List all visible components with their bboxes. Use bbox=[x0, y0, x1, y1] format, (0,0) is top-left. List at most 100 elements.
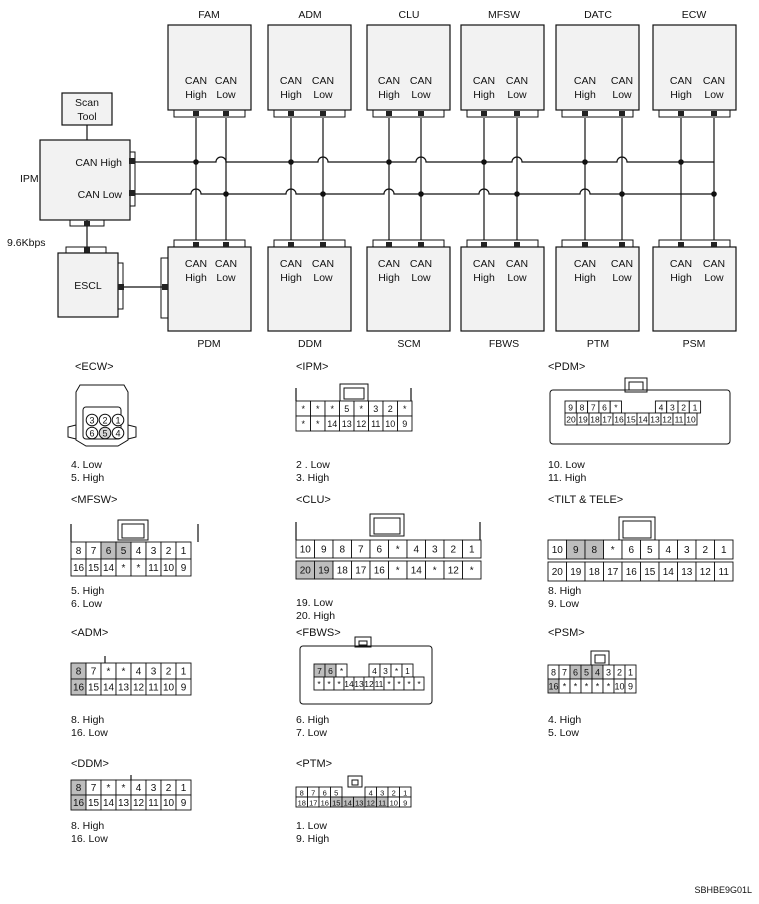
tilt-pin-bottom: 12 bbox=[700, 567, 712, 578]
ptm-pin-top: 3 bbox=[380, 789, 384, 798]
clu-pin-top: 9 bbox=[321, 545, 327, 556]
module-name: PTM bbox=[587, 338, 609, 350]
ddm-pin-label-2: 16. Low bbox=[71, 833, 108, 845]
ecw-pin-bottom: 4 bbox=[115, 429, 120, 439]
fbws-pin-bottom: 11 bbox=[375, 679, 384, 689]
tilt-pin-top: 5 bbox=[647, 545, 653, 556]
ptm-pin-top: 8 bbox=[300, 789, 304, 798]
fbws-pin-top: 7 bbox=[317, 666, 322, 676]
ipm-pin-label-2: 3. High bbox=[296, 472, 329, 484]
pdm-pin-top: 2 bbox=[681, 403, 686, 413]
module-name: MFSW bbox=[488, 9, 520, 21]
ddm-pin-top: 8 bbox=[76, 783, 82, 794]
can-low-label-2: Low bbox=[411, 89, 431, 101]
fbws-pin-top: 1 bbox=[405, 666, 410, 676]
tilt-pin-top: 4 bbox=[665, 545, 671, 556]
ecw-connector-title: <ECW> bbox=[75, 361, 114, 373]
tilt-pin-top: 10 bbox=[552, 545, 564, 556]
ipm-pin-top: 3 bbox=[373, 404, 378, 414]
mfsw-pin-top: 3 bbox=[151, 546, 157, 557]
can-high-label-2: High bbox=[280, 89, 302, 101]
ptm-pin-bottom: 15 bbox=[332, 799, 340, 808]
adm-pin-top: 1 bbox=[181, 667, 187, 678]
clu-pin-bottom: * bbox=[470, 566, 474, 577]
ecw-pin-top: 1 bbox=[115, 416, 120, 426]
tilt-pin-bottom: 13 bbox=[681, 567, 693, 578]
can-high-label-1: CAN bbox=[378, 75, 400, 87]
ddm-pin-bottom: 9 bbox=[181, 798, 187, 809]
module-name: DATC bbox=[584, 9, 612, 21]
module-name: PSM bbox=[683, 338, 706, 350]
adm-pin-top: 3 bbox=[151, 667, 157, 678]
can-high-label-2: High bbox=[670, 89, 692, 101]
can-high-label-1: CAN bbox=[670, 75, 692, 87]
figure-code: SBHBE9G01L bbox=[694, 885, 752, 895]
can-high-label-2: High bbox=[185, 272, 207, 284]
mfsw-pin-top: 6 bbox=[106, 546, 112, 557]
can-low-label-1: CAN bbox=[611, 75, 633, 87]
ptm-pin-bottom: 10 bbox=[390, 799, 398, 808]
adm-pin-bottom: 9 bbox=[181, 683, 187, 694]
pdm-pin-bottom: 13 bbox=[650, 415, 660, 425]
tilt-pin-top: 3 bbox=[684, 545, 690, 556]
mfsw-pin-bottom: 9 bbox=[181, 563, 187, 574]
can-low-label-2: Low bbox=[612, 272, 632, 284]
psm-pin-top: 4 bbox=[595, 668, 600, 678]
tilt-pin-top: 8 bbox=[591, 545, 597, 556]
can-high-bus bbox=[135, 156, 714, 163]
ddm-pin-top: * bbox=[107, 783, 111, 794]
can-low-label-2: Low bbox=[507, 272, 527, 284]
psm-pin-bottom: * bbox=[596, 682, 600, 692]
adm-pin-bottom: 16 bbox=[73, 683, 85, 694]
ddm-pin-top: 3 bbox=[151, 783, 157, 794]
pdm-pin-bottom: 10 bbox=[686, 415, 696, 425]
junction-dot bbox=[678, 159, 684, 165]
can-high-label-1: CAN bbox=[473, 75, 495, 87]
clu-pin-top: 3 bbox=[432, 545, 438, 556]
module-name: CLU bbox=[398, 9, 419, 21]
pdm-pin-top: 7 bbox=[591, 403, 596, 413]
fbws-pin-bottom: * bbox=[327, 679, 331, 689]
fbws-connector-title: <FBWS> bbox=[296, 627, 341, 639]
can-low-label-1: CAN bbox=[506, 258, 528, 270]
module-name: ECW bbox=[682, 9, 707, 21]
mfsw-pin-top: 2 bbox=[166, 546, 172, 557]
adm-pin-label-2: 16. Low bbox=[71, 727, 108, 739]
mfsw-pin-top: 1 bbox=[181, 546, 187, 557]
fbws-pin-bottom: 12 bbox=[364, 679, 374, 689]
clu-pin-top: 8 bbox=[339, 545, 345, 556]
psm-pin-top: 2 bbox=[617, 668, 622, 678]
adm-pin-bottom: 12 bbox=[133, 683, 145, 694]
can-high-label-1: CAN bbox=[280, 75, 302, 87]
can-low-label-1: CAN bbox=[703, 75, 725, 87]
psm-pin-top: 3 bbox=[606, 668, 611, 678]
mfsw-pin-bottom: 15 bbox=[88, 563, 100, 574]
clu-pin-bottom: 12 bbox=[448, 566, 460, 577]
can-low-label-1: CAN bbox=[611, 258, 633, 270]
fbws-pin-label-2: 7. Low bbox=[296, 727, 327, 739]
clu-pin-top: 2 bbox=[450, 545, 456, 556]
tilt-pin-bottom: 17 bbox=[607, 567, 619, 578]
pdm-pin-top: 8 bbox=[580, 403, 585, 413]
ipm-pin-top: * bbox=[359, 404, 363, 414]
fbws-pin-top: * bbox=[340, 666, 344, 676]
adm-pin-top: * bbox=[107, 667, 111, 678]
junction-dot bbox=[619, 191, 625, 197]
ipm-pin-bottom: 9 bbox=[402, 419, 407, 429]
mfsw-pin-bottom: 11 bbox=[148, 563, 159, 574]
adm-pin-bottom: 13 bbox=[118, 683, 130, 694]
can-low-label-2: Low bbox=[704, 272, 724, 284]
can-low-label-2: Low bbox=[313, 89, 333, 101]
clu-pin-bottom: * bbox=[396, 566, 400, 577]
can-low-label-2: Low bbox=[411, 272, 431, 284]
ddm-pin-bottom: 16 bbox=[73, 798, 85, 809]
can-high-label-2: High bbox=[574, 272, 596, 284]
clu-pin-top: 10 bbox=[300, 545, 312, 556]
